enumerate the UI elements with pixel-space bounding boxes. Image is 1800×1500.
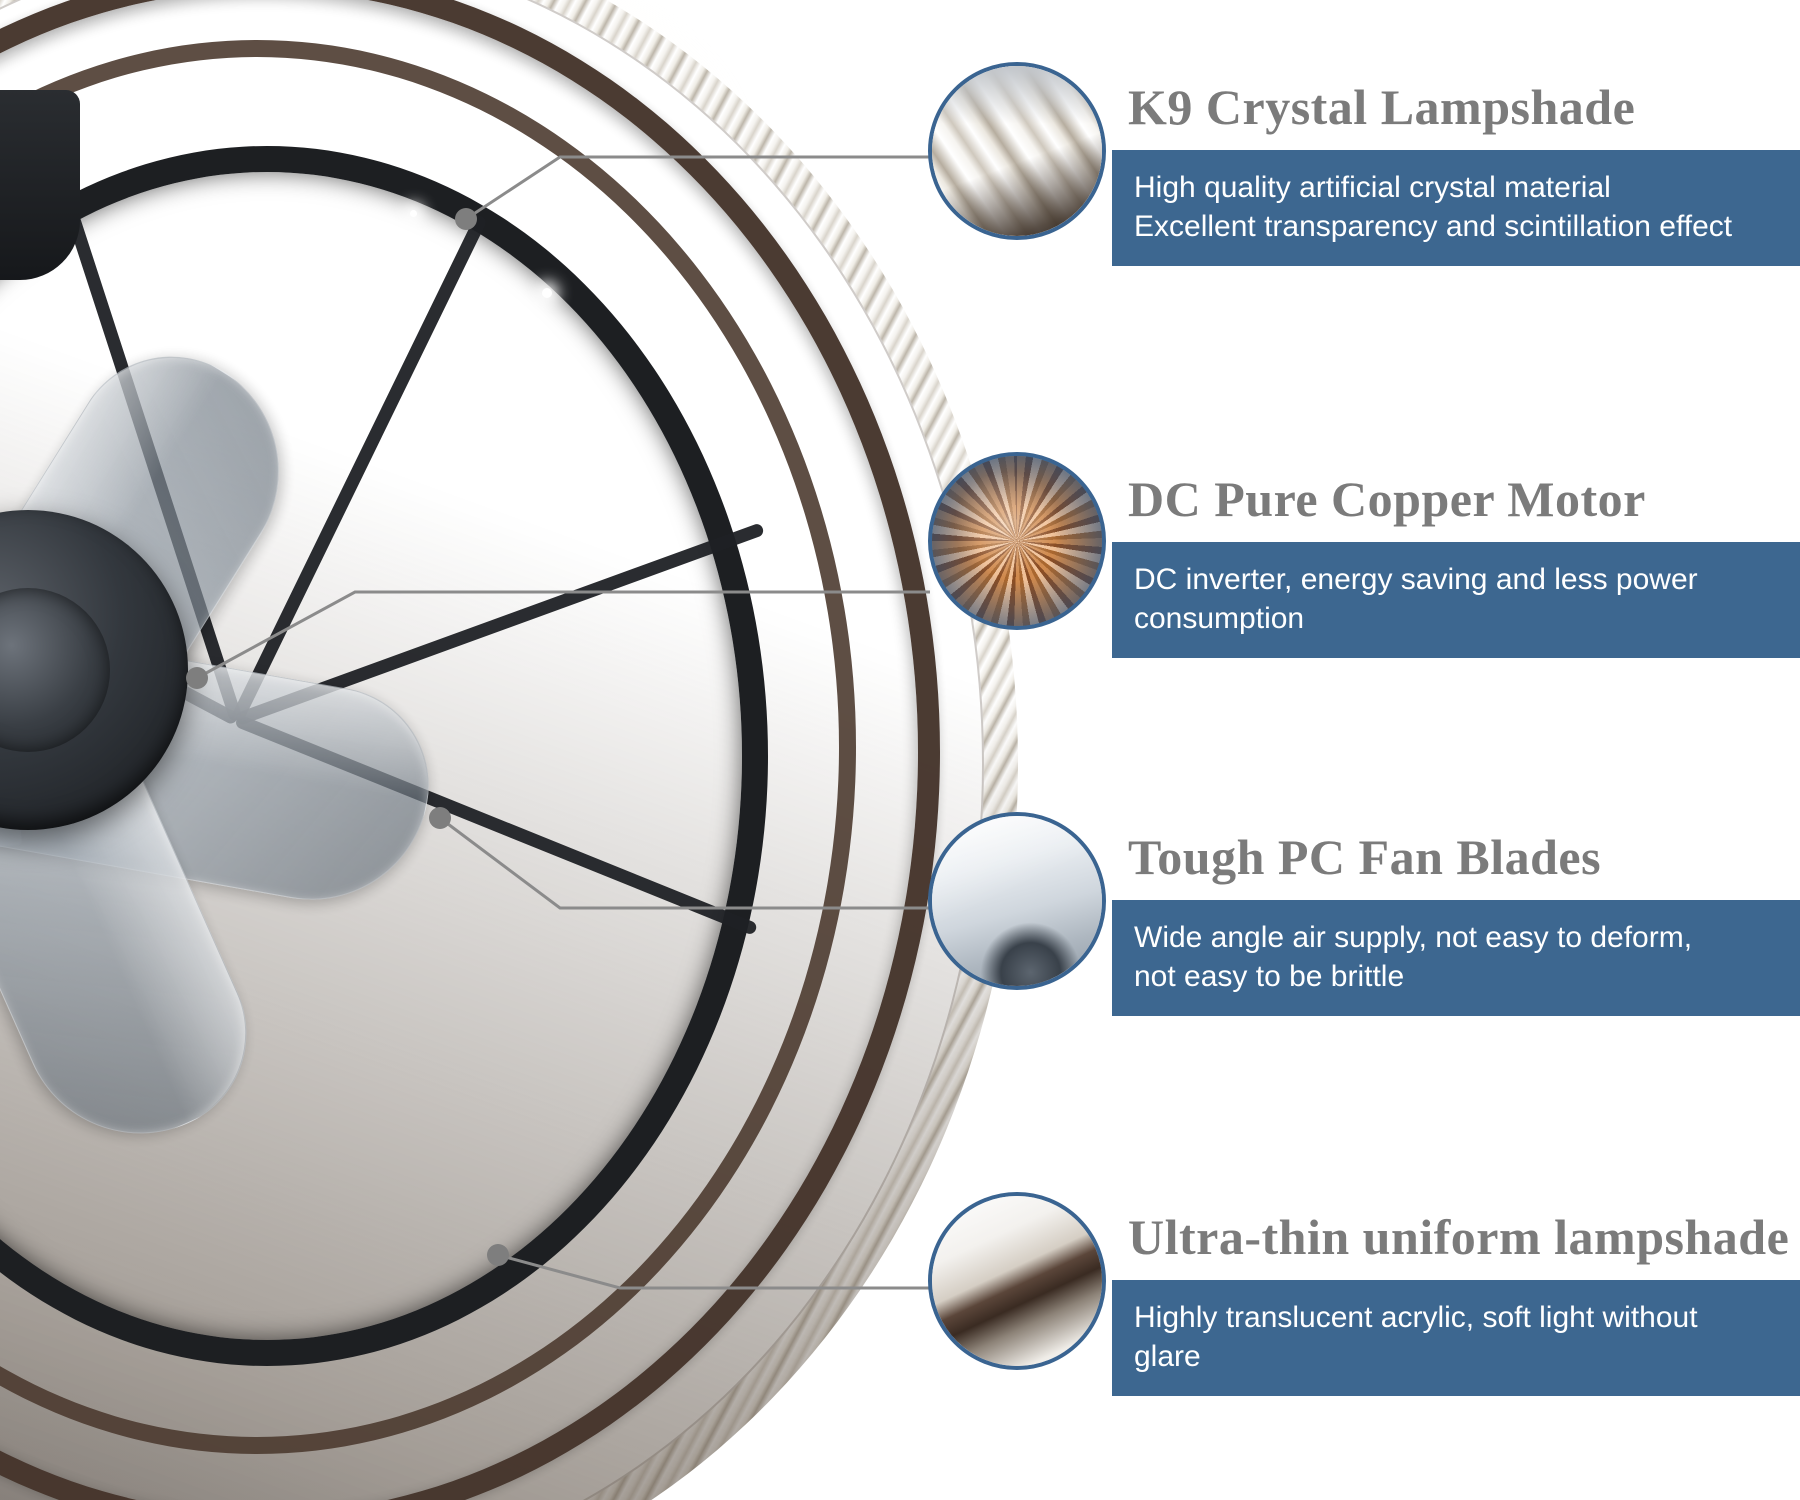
feature-description-line: consumption: [1134, 602, 1305, 635]
feature-description-line: glare: [1134, 1340, 1201, 1373]
feature-description-line: not easy to be brittle: [1134, 960, 1405, 993]
fan-blade-hub-detail: [932, 816, 1102, 986]
feature-title: Ultra-thin uniform lampshade: [1128, 1209, 1790, 1265]
crystal-sparkle: [410, 210, 417, 217]
crystal-closeup-photo-icon: [932, 66, 1102, 236]
bubble-crystal-closeup-photo: [928, 62, 1106, 240]
bubble-copper-motor-photo: [928, 452, 1106, 630]
product-photo: [0, 0, 984, 1500]
feature-title: DC Pure Copper Motor: [1128, 471, 1646, 527]
feature-description-box: Highly translucent acrylic, soft light w…: [1112, 1280, 1800, 1396]
feature-description-box: DC inverter, energy saving and less powe…: [1112, 542, 1800, 658]
feature-description-line: Wide angle air supply, not easy to defor…: [1134, 921, 1693, 954]
feature-title: K9 Crystal Lampshade: [1128, 79, 1636, 135]
feature-description-box: High quality artificial crystal material…: [1112, 150, 1800, 266]
feature-description-line: Highly translucent acrylic, soft light w…: [1134, 1301, 1698, 1334]
feature-description-line: Excellent transparency and scintillation…: [1134, 210, 1733, 243]
fan-mount: [0, 90, 80, 280]
feature-description-box: Wide angle air supply, not easy to defor…: [1112, 900, 1800, 1016]
feature-title: Tough PC Fan Blades: [1128, 829, 1602, 885]
feature-description-line: High quality artificial crystal material: [1134, 171, 1611, 204]
bubble-lampshade-edge-photo: [928, 1192, 1106, 1370]
bubble-fan-blade-photo: [928, 812, 1106, 990]
copper-motor-sheen: [932, 456, 1102, 626]
crystal-sparkle: [542, 288, 552, 298]
lampshade-edge-photo-icon: [932, 1196, 1102, 1366]
feature-description-line: DC inverter, energy saving and less powe…: [1134, 563, 1698, 596]
